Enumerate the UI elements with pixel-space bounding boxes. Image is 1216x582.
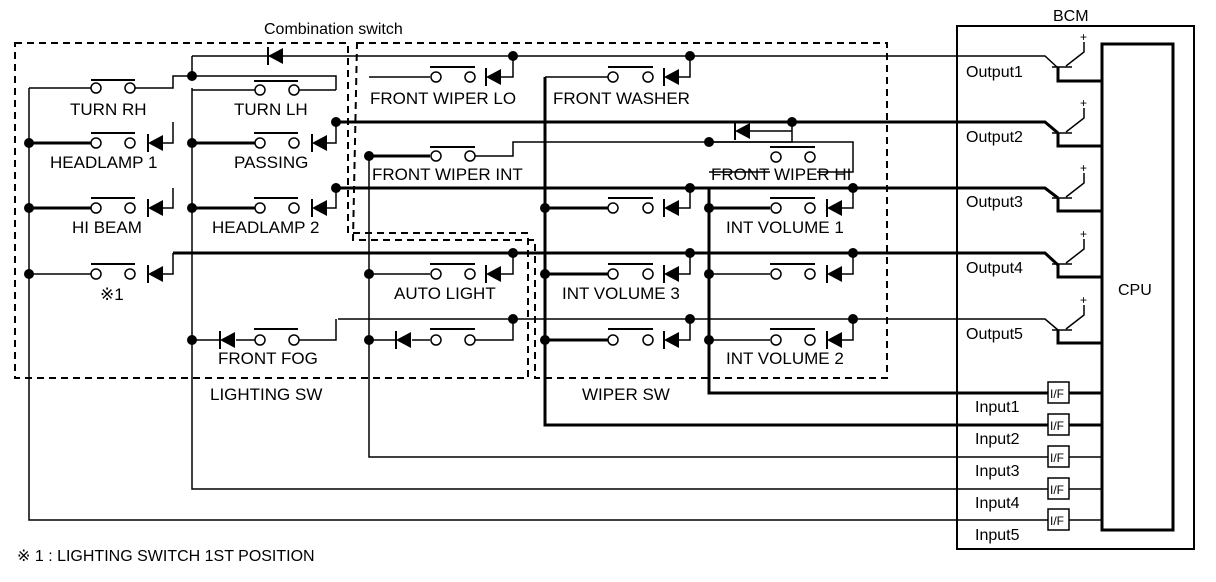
output-lines	[173, 55, 1060, 331]
switch-passing	[254, 132, 300, 149]
label-passing: PASSING	[234, 153, 308, 172]
switch-hi-beam	[90, 197, 136, 214]
switch-wiper-unlabeled	[607, 197, 654, 214]
footnote: ※ 1 : LIGHTING SWITCH 1ST POSITION	[17, 548, 315, 565]
switch-int-volume-1	[770, 197, 816, 214]
lighting-wiring	[29, 56, 514, 341]
label-note1: ※1	[100, 285, 124, 304]
combination-switch-title: Combination switch	[264, 21, 403, 38]
label-headlamp-1: HEADLAMP 1	[50, 153, 157, 172]
output-transistors: + + + + +	[1052, 30, 1102, 345]
label-front-fog: FRONT FOG	[218, 349, 318, 368]
diode	[826, 265, 842, 283]
label-int-volume-2: INT VOLUME 2	[726, 349, 844, 368]
switch-note1	[90, 263, 136, 280]
switch-auto-light	[430, 263, 476, 280]
wiper-wiring	[369, 56, 854, 342]
if-label: I/F	[1050, 451, 1064, 465]
diode	[311, 199, 327, 217]
switch-headlamp-2	[254, 197, 300, 214]
diode	[395, 331, 411, 349]
lighting-sw-enclosure	[14, 42, 529, 379]
transistor-1: +	[1052, 30, 1102, 83]
wiper-sw-label: WIPER SW	[582, 385, 670, 404]
if-label: I/F	[1050, 483, 1064, 497]
switch-turn-lh	[254, 80, 300, 96]
label-int-volume-1: INT VOLUME 1	[726, 218, 844, 237]
diode	[485, 265, 501, 283]
input5-label: Input5	[975, 527, 1020, 544]
lighting-sw-label: LIGHTING SW	[210, 385, 322, 404]
bcm-title: BCM	[1053, 8, 1089, 25]
switch-front-washer	[607, 66, 654, 83]
diode	[734, 122, 750, 140]
output2-label: Output2	[966, 129, 1023, 146]
switch-turn-rh	[90, 79, 136, 94]
diode	[147, 265, 163, 283]
label-turn-rh: TURN RH	[70, 100, 147, 119]
switch-int-volume-unlabeled	[770, 263, 816, 280]
junction-dots	[24, 51, 858, 345]
diodes	[147, 47, 842, 349]
label-front-washer: FRONT WASHER	[553, 89, 690, 108]
diode	[663, 68, 679, 86]
plus-symbol: +	[1080, 30, 1087, 44]
transistor-2: +	[1052, 96, 1102, 148]
if-label: I/F	[1050, 387, 1064, 401]
label-auto-light: AUTO LIGHT	[394, 284, 496, 303]
input-lines	[28, 77, 1102, 521]
plus-symbol: +	[1080, 227, 1087, 241]
interface-blocks: I/F I/F I/F I/F I/F	[1047, 381, 1070, 531]
plus-symbol: +	[1080, 96, 1087, 110]
output5-label: Output5	[966, 326, 1023, 343]
wiper-sw-enclosure	[351, 42, 888, 379]
input4-label: Input4	[975, 495, 1020, 512]
label-int-volume-3: INT VOLUME 3	[562, 284, 680, 303]
if-label: I/F	[1050, 514, 1064, 528]
cpu-label: CPU	[1118, 282, 1152, 299]
diode	[663, 331, 679, 349]
diode	[485, 68, 501, 86]
cpu-box	[1100, 42, 1175, 532]
diode	[311, 134, 327, 152]
transistor-4: +	[1052, 227, 1102, 279]
switch-front-wiper-int	[430, 146, 476, 162]
diode	[663, 265, 679, 283]
diode	[826, 331, 842, 349]
label-front-wiper-lo: FRONT WIPER LO	[370, 89, 516, 108]
output3-label: Output3	[966, 194, 1023, 211]
diode	[663, 199, 679, 217]
label-headlamp-2: HEADLAMP 2	[212, 218, 319, 237]
diode	[147, 134, 163, 152]
plus-symbol: +	[1080, 161, 1087, 175]
switch-contacts	[90, 66, 816, 346]
diode	[826, 199, 842, 217]
switch-lighting-unlabeled	[430, 328, 476, 346]
label-hi-beam: HI BEAM	[72, 218, 142, 237]
label-front-wiper-int: FRONT WIPER INT	[372, 165, 523, 184]
diode	[147, 199, 163, 217]
switch-front-wiper-hi	[770, 146, 816, 163]
transistor-5: +	[1052, 293, 1102, 345]
if-label: I/F	[1050, 419, 1064, 433]
input1-label: Input1	[975, 399, 1020, 416]
switch-front-wiper-lo	[430, 66, 476, 83]
plus-symbol: +	[1080, 293, 1087, 307]
switch-int-volume-3	[607, 263, 654, 280]
input3-label: Input3	[975, 463, 1020, 480]
transistor-3: +	[1052, 161, 1102, 213]
diode	[267, 47, 283, 65]
output4-label: Output4	[966, 260, 1023, 277]
input2-label: Input2	[975, 431, 1020, 448]
output1-label: Output1	[966, 64, 1023, 81]
switch-wiper-row5-left	[607, 328, 654, 346]
switch-headlamp-1	[90, 132, 136, 149]
diode	[219, 331, 235, 349]
label-front-wiper-hi: FRONT WIPER HI	[711, 165, 851, 184]
bcm-box	[956, 25, 1195, 550]
switch-int-volume-2	[770, 328, 816, 346]
switch-front-fog	[254, 328, 300, 346]
label-turn-lh: TURN LH	[234, 100, 308, 119]
